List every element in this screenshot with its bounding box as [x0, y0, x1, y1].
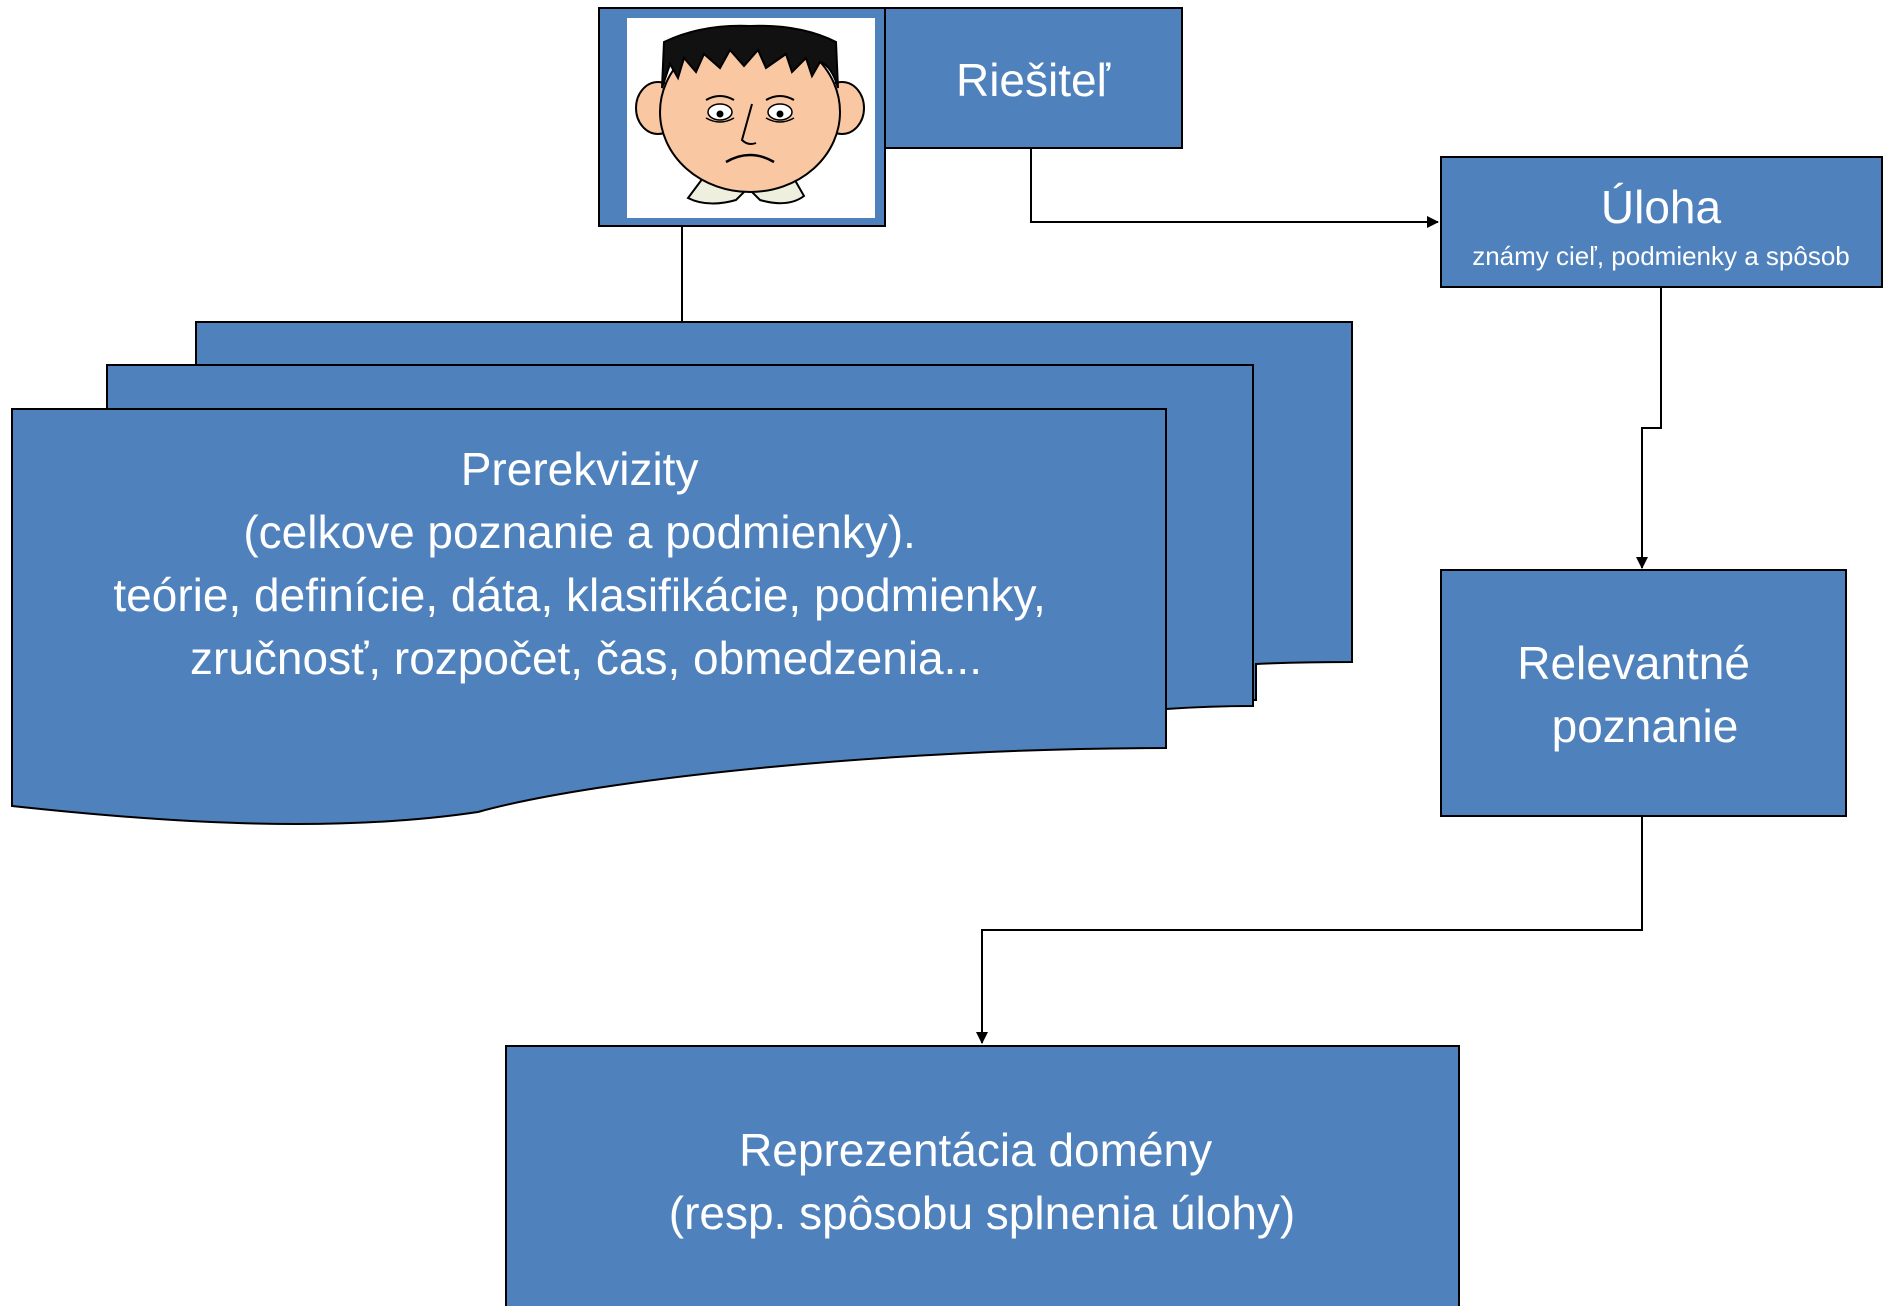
domain-representation-title: Reprezentácia domény — [739, 1124, 1212, 1176]
task-title: Úloha — [1601, 181, 1722, 233]
relevant-knowledge-box: Relevantné poznanie — [1440, 569, 1847, 817]
svg-text:Reprezentácia domény (re: Reprezentácia domény (resp. spôsobu spln… — [669, 1124, 1295, 1239]
relevant-knowledge-line-2: poznanie — [1552, 700, 1739, 752]
solver-avatar — [598, 7, 886, 227]
connector-solver-task — [1030, 148, 1439, 228]
solver-box: Riešiteľ — [883, 7, 1183, 149]
connector-relevant-domain — [976, 816, 1643, 1044]
solver-label: Riešiteľ — [956, 54, 1111, 106]
svg-text:Relevantné poznanie: Relevantné poznanie — [1517, 637, 1763, 752]
connector-task-relevant — [1636, 287, 1662, 569]
task-box: Úloha známy cieľ, podmienky a spôsob — [1440, 156, 1883, 288]
prerequisites-stack: Prerekvizity (celkove poznanie a podmien… — [11, 321, 1353, 825]
prerequisites-list-line-1: teórie, definície, dáta, klasifikácie, p… — [113, 569, 1045, 621]
domain-representation-box: Reprezentácia domény (resp. spôsobu spln… — [505, 1045, 1460, 1306]
domain-representation-subtitle: (resp. spôsobu splnenia úlohy) — [669, 1187, 1295, 1239]
prerequisites-subtitle: (celkove poznanie a podmienky). — [243, 506, 915, 558]
worried-face-cartoon-icon — [635, 24, 865, 205]
document-front-shape — [11, 408, 1167, 825]
task-subtitle: známy cieľ, podmienky a spôsob — [1472, 241, 1850, 271]
relevant-knowledge-line-1: Relevantné — [1517, 637, 1750, 689]
prerequisites-title: Prerekvizity — [461, 443, 699, 495]
svg-text:Prerekvizity (celkove po: Prerekvizity (celkove poznanie a podmien… — [113, 443, 1058, 684]
prerequisites-list-line-2: zručnosť, rozpočet, čas, obmedzenia... — [190, 632, 982, 684]
